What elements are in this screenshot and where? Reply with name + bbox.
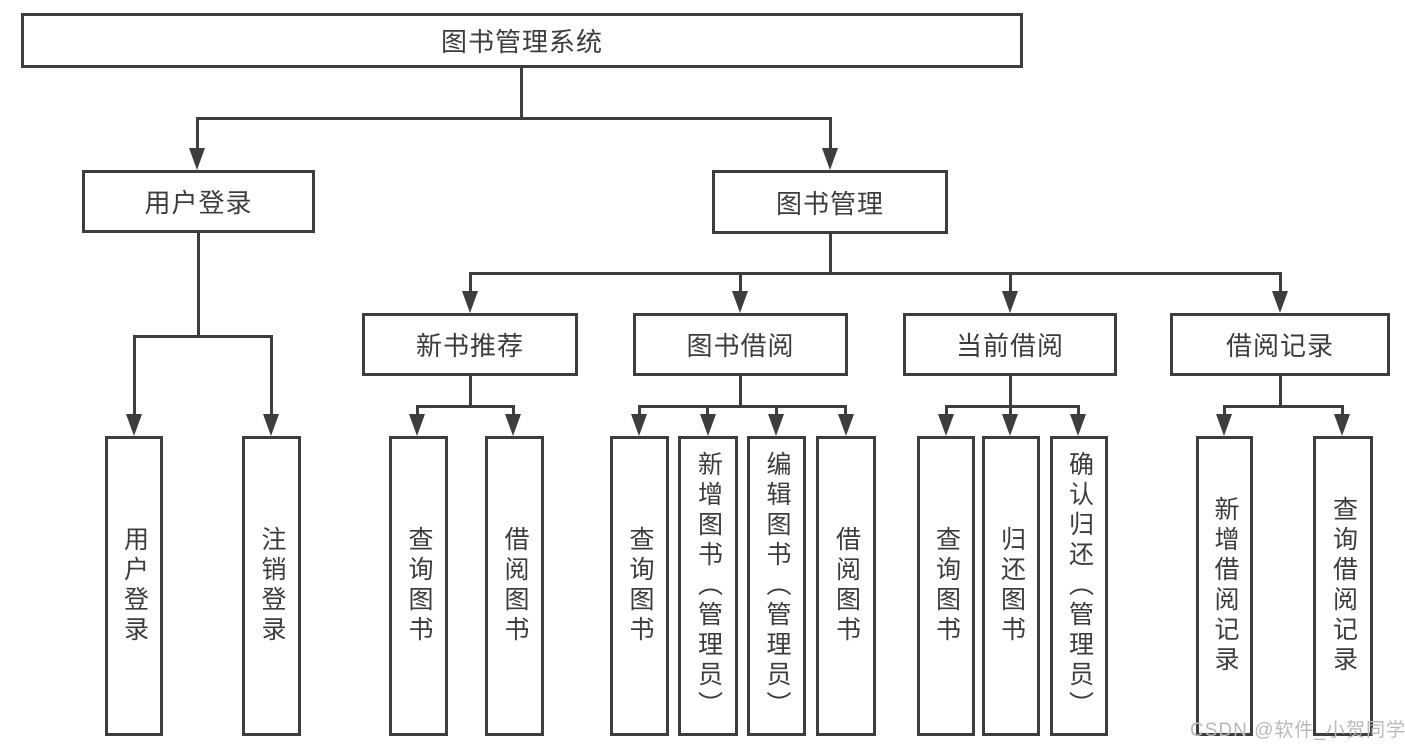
connector-line <box>945 405 948 416</box>
leaf-logout: 注销登录 <box>242 436 301 736</box>
leaf-user-login: 用户登录 <box>105 436 163 736</box>
leaf-query-books-borrowing: 查询图书 <box>610 436 669 736</box>
node-book-management: 图书管理 <box>712 170 948 234</box>
leaf-label: 注销登录 <box>258 526 286 646</box>
node-label: 新书推荐 <box>415 331 524 361</box>
connector-line <box>196 117 831 120</box>
node-label: 图书管理 <box>775 188 884 219</box>
arrow-down-icon <box>938 414 954 436</box>
node-label: 借阅记录 <box>1225 331 1334 361</box>
leaf-label: 查询图书 <box>932 526 961 646</box>
leaf-borrow-books-recommend: 借阅图书 <box>485 436 544 736</box>
connector-line <box>416 405 515 408</box>
leaf-label: 查询图书 <box>626 526 654 646</box>
connector-line <box>739 272 742 294</box>
leaf-query-books-recommend: 查询图书 <box>389 436 448 736</box>
connector-line <box>1009 272 1012 294</box>
connector-line <box>638 405 641 416</box>
connector-line <box>1223 405 1226 416</box>
connector-line <box>1341 405 1344 416</box>
arrow-down-icon <box>505 414 521 436</box>
node-label: 图书借阅 <box>686 331 795 361</box>
connector-line <box>416 405 419 416</box>
connector-line <box>1009 405 1012 416</box>
arrow-down-icon <box>822 148 838 170</box>
arrow-down-icon <box>126 414 142 436</box>
node-current-borrowing: 当前借阅 <box>903 313 1117 376</box>
connector-line <box>638 405 846 408</box>
node-library-management-system: 图书管理系统 <box>21 13 1023 68</box>
connector-line <box>1077 405 1080 416</box>
node-label: 当前借阅 <box>955 331 1064 361</box>
connector-line <box>470 272 1281 275</box>
leaf-label: 用户登录 <box>120 526 149 646</box>
arrow-down-icon <box>263 414 279 436</box>
arrow-down-icon <box>732 291 748 313</box>
connector-line <box>1223 405 1343 408</box>
connector-line <box>520 68 523 119</box>
connector-line <box>197 233 200 337</box>
leaf-label: 借阅图书 <box>832 526 861 646</box>
arrow-down-icon <box>189 148 205 170</box>
leaf-label: 归还图书 <box>997 526 1026 646</box>
leaf-add-books-admin: 新增图书（管理员） <box>678 436 738 736</box>
arrow-down-icon <box>462 291 478 313</box>
arrow-down-icon <box>768 414 784 436</box>
connector-line <box>469 272 472 294</box>
arrow-down-icon <box>1070 414 1086 436</box>
connector-line <box>706 405 709 416</box>
connector-line <box>945 405 1080 408</box>
leaf-query-books-current: 查询图书 <box>917 436 975 736</box>
connector-line <box>1009 376 1012 407</box>
node-new-book-recommendation: 新书推荐 <box>362 313 578 376</box>
leaf-borrow-books: 借阅图书 <box>816 436 876 736</box>
node-borrowing-records: 借阅记录 <box>1170 313 1390 376</box>
arrow-down-icon <box>700 414 716 436</box>
connector-line <box>1279 272 1282 294</box>
connector-line <box>775 405 778 416</box>
leaf-label: 查询图书 <box>405 526 433 646</box>
leaf-label: 新增借阅记录 <box>1211 496 1239 676</box>
leaf-label: 新增图书（管理员） <box>694 451 723 721</box>
connector-line <box>270 335 273 416</box>
arrow-down-icon <box>1272 291 1288 313</box>
connector-line <box>1279 376 1282 407</box>
leaf-label: 查询借阅记录 <box>1329 496 1358 676</box>
connector-line <box>133 335 136 416</box>
connector-line <box>512 405 515 416</box>
connector-line <box>829 117 832 153</box>
connector-line <box>133 335 273 338</box>
arrow-down-icon <box>631 414 647 436</box>
connector-line <box>739 376 742 407</box>
arrow-down-icon <box>1002 291 1018 313</box>
watermark: CSDN @软件_小贺同学 <box>1190 720 1405 741</box>
arrow-down-icon <box>409 414 425 436</box>
node-label: 用户登录 <box>144 188 253 218</box>
leaf-edit-books-admin: 编辑图书（管理员） <box>747 436 806 736</box>
connector-line <box>469 376 472 407</box>
connector-line <box>196 117 199 153</box>
leaf-label: 借阅图书 <box>501 526 529 646</box>
leaf-add-borrow-record: 新增借阅记录 <box>1196 436 1253 736</box>
connector-line <box>844 405 847 416</box>
arrow-down-icon <box>1216 414 1232 436</box>
leaf-label: 确认归还（管理员） <box>1065 451 1094 721</box>
leaf-return-books: 归还图书 <box>982 436 1040 736</box>
arrow-down-icon <box>838 414 854 436</box>
arrow-down-icon <box>1334 414 1350 436</box>
node-user-login: 用户登录 <box>82 170 315 233</box>
leaf-query-borrow-record: 查询借阅记录 <box>1313 436 1373 736</box>
arrow-down-icon <box>1002 414 1018 436</box>
leaf-label: 编辑图书（管理员） <box>763 451 791 721</box>
node-book-borrowing: 图书借阅 <box>633 313 848 376</box>
leaf-confirm-return-admin: 确认归还（管理员） <box>1050 436 1108 736</box>
connector-line <box>829 234 832 274</box>
node-label: 图书管理系统 <box>440 27 603 57</box>
